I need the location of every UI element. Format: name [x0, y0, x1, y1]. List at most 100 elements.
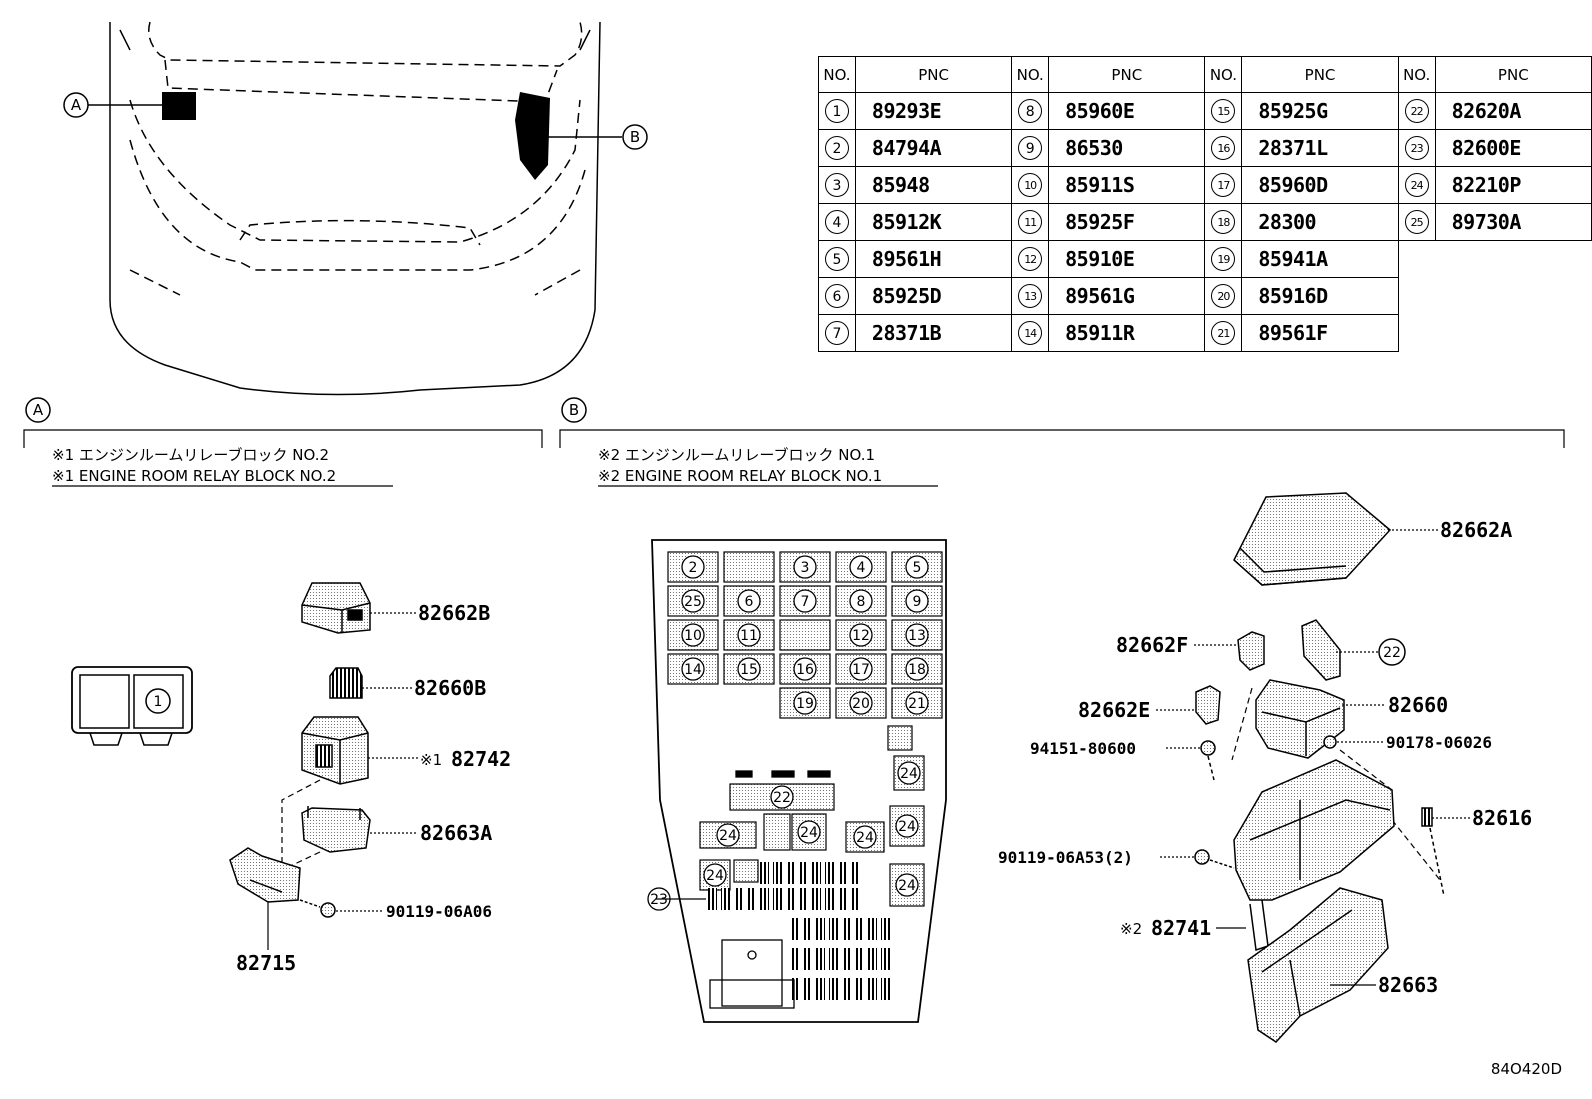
section-b-letter: B [569, 401, 579, 419]
label-90178-06026: 90178-06026 [1386, 733, 1492, 752]
section-a-letter: A [33, 401, 44, 419]
fuse-cell [733, 859, 759, 883]
fuse-ref-circle [716, 823, 740, 847]
mini-fuse [708, 888, 717, 910]
fuse-ref-number: 24 [719, 828, 737, 844]
fuse-ref-number: 23 [650, 892, 668, 908]
locator-a-marker [63, 92, 89, 118]
mini-fuse [868, 978, 877, 1000]
pnc-code: 85925D [854, 277, 1013, 315]
label-82663A: 82663A [420, 821, 492, 845]
ref-number-cell: 11 [1011, 203, 1050, 241]
fuse-cell [763, 813, 791, 851]
ref-number: 5 [824, 247, 849, 271]
ref-number-cell: 8 [1011, 92, 1050, 130]
ref-number-cell: 21 [1204, 314, 1243, 352]
mini-fuse [868, 918, 877, 940]
ref-number-cell: 19 [1204, 240, 1243, 278]
fuse-ref-number: 19 [796, 696, 814, 712]
part-82616 [1421, 807, 1445, 897]
ref-number-cell: 4 [818, 203, 856, 241]
fuse-ref-circle [793, 691, 817, 715]
fuse-ref-circle [681, 657, 705, 681]
ref-number: 21 [1211, 321, 1236, 345]
label-82742: 82742 [451, 747, 511, 771]
label-82741: 82741 [1151, 916, 1211, 940]
relay-block-a-location [162, 92, 196, 120]
header-pnc: PNC [1241, 56, 1399, 93]
fuse-ref-number: 17 [852, 662, 870, 678]
label-94151-80600: 94151-80600 [1030, 739, 1136, 758]
ref-number-cell: 20 [1204, 277, 1243, 315]
header-pnc: PNC [1434, 56, 1592, 93]
header-no: NO. [1204, 56, 1243, 93]
fuse-ref-circle [849, 623, 873, 647]
relay-block-no2-top-view: 1 [71, 666, 193, 746]
label-82660B: 82660B [414, 676, 486, 700]
pnc-code: 84794A [854, 129, 1013, 167]
mini-fuse [829, 978, 838, 1000]
section-a-marker [25, 397, 51, 423]
ref-number: 2 [824, 136, 849, 160]
mini-fuse [881, 948, 890, 970]
fuse-ref-number: 18 [908, 662, 926, 678]
mini-fuse [773, 862, 782, 884]
pnc-code: 28300 [1241, 203, 1399, 241]
part-82662F [1237, 631, 1265, 671]
pnc-code: 82600E [1434, 129, 1592, 167]
pnc-code: 86530 [1048, 129, 1206, 167]
mini-fuse [721, 888, 730, 910]
pnc-code: 89293E [854, 92, 1013, 130]
ref-number-cell: 1 [818, 92, 856, 130]
fuse-ref-circle [737, 657, 761, 681]
fuse-ref-circle [849, 555, 873, 579]
ref-number-cell: 6 [818, 277, 856, 315]
label-82662B: 82662B [418, 601, 490, 625]
mini-fuse [786, 888, 795, 910]
fuse-ref-number: 11 [740, 628, 758, 644]
ref-number: 12 [1018, 247, 1043, 271]
fuse-ref-number: 16 [796, 662, 814, 678]
mini-fuse [799, 862, 808, 884]
part-82663-lower-case [1247, 887, 1389, 1043]
figure-code: 84O420D [1491, 1060, 1562, 1078]
empty-cell [1398, 278, 1435, 315]
fuse-ref-number: 14 [684, 662, 702, 678]
ref-number-cell: 14 [1011, 314, 1050, 352]
fuse-ref-circle [895, 873, 919, 897]
ref-number: 10 [1018, 173, 1043, 197]
pnc-code: 89730A [1434, 203, 1592, 241]
fuse-ref-number: 5 [913, 560, 922, 576]
section-a-title-jp: ※1 エンジンルームリレーブロック NO.2 [52, 446, 329, 464]
ref-number: 22 [1404, 99, 1429, 123]
fuse-ref-circle [797, 820, 821, 844]
mini-fuse [734, 888, 743, 910]
empty-cell [1398, 241, 1435, 278]
part-82660B-relay [329, 667, 363, 699]
label-82741-mark: ※2 [1120, 920, 1142, 938]
ref-number-cell: 25 [1397, 203, 1436, 241]
fuse-ref-circle [681, 555, 705, 579]
pnc-code: 85960E [1048, 92, 1206, 130]
part-90119-06A06-bolt [299, 899, 336, 918]
fuse-cell [887, 725, 913, 751]
ref-number-cell: 13 [1011, 277, 1050, 315]
fuse-ref-number: 3 [801, 560, 810, 576]
empty-cell [1435, 241, 1591, 278]
ref-number-cell: 10 [1011, 166, 1050, 204]
label-82715: 82715 [236, 951, 296, 975]
mini-fuse [855, 918, 864, 940]
section-b-title-en: ※2 ENGINE ROOM RELAY BLOCK NO.1 [598, 467, 882, 485]
part-90178-06026-nut [1323, 735, 1337, 749]
pnc-code: 28371L [1241, 129, 1399, 167]
label-82662A: 82662A [1440, 518, 1512, 542]
fuse-ref-number: 8 [857, 594, 866, 610]
ref-number: 16 [1211, 136, 1236, 160]
mini-fuse [816, 948, 825, 970]
fuse-ref-circle [793, 589, 817, 613]
